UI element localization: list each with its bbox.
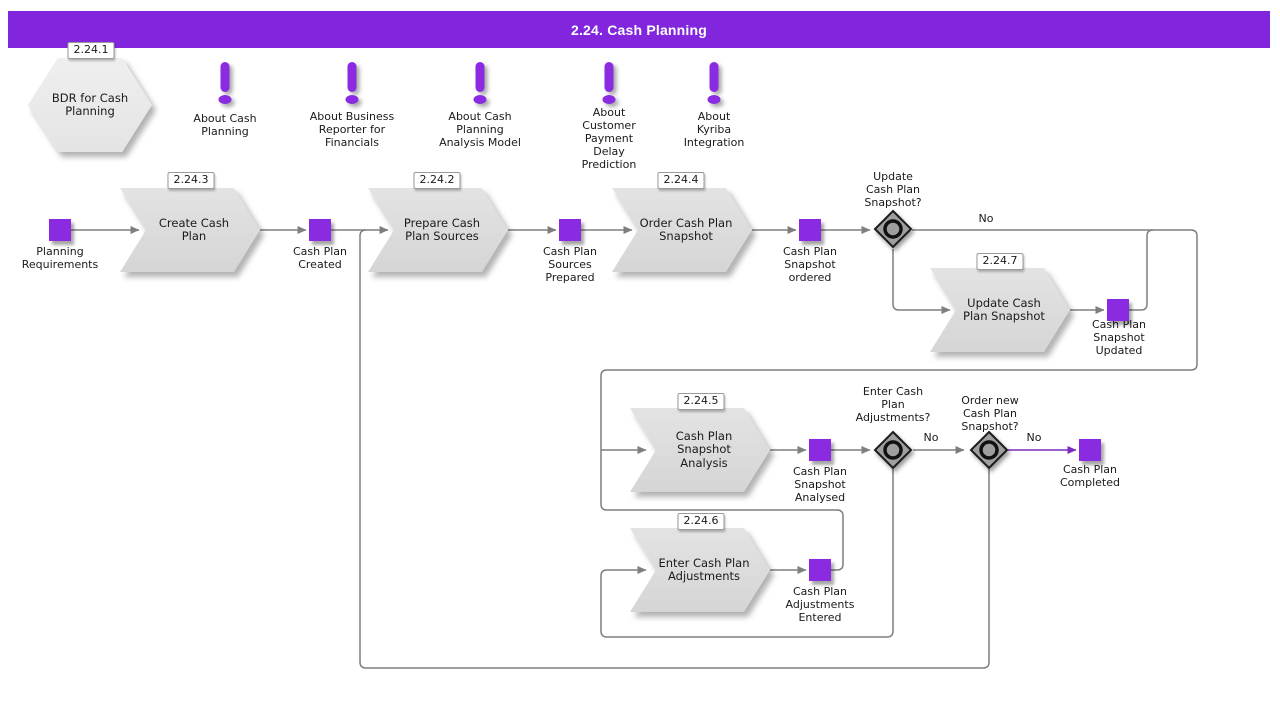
about-link-label[interactable]: About Cash Planning Analysis Model	[439, 110, 521, 149]
process-label: Order Cash Plan Snapshot	[612, 188, 752, 272]
process-prepare-cash-plan-sources[interactable]: Prepare Cash Plan Sources	[368, 188, 508, 272]
event-cash-plan-created	[309, 219, 331, 241]
process-enter-cash-plan-adjustments[interactable]: Enter Cash Plan Adjustments	[630, 528, 770, 612]
event-cash-plan-sources-prepared	[559, 219, 581, 241]
process-cash-plan-snapshot-analysis[interactable]: Cash Plan Snapshot Analysis	[630, 408, 770, 492]
process-label: Create Cash Plan	[120, 188, 260, 272]
edge-label-no: No	[1026, 431, 1042, 444]
decision-diamond-enter-adjustments	[871, 428, 915, 472]
process-label: Update Cash Plan Snapshot	[930, 268, 1070, 352]
bdr-hexagon-node[interactable]: BDR for Cash Planning	[28, 58, 152, 152]
event-cash-plan-adjustments-entered	[809, 559, 831, 581]
decision-question: Update Cash Plan Snapshot?	[864, 170, 922, 209]
about-link-label[interactable]: About Cash Planning	[193, 112, 257, 138]
about-link-label[interactable]: About Business Reporter for Financials	[309, 110, 395, 149]
process-id-badge-2-24-4: 2.24.4	[657, 172, 705, 189]
bdr-hexagon-label: BDR for Cash Planning	[28, 58, 152, 152]
event-label: Cash Plan Completed	[1060, 463, 1120, 489]
event-label: Cash Plan Sources Prepared	[542, 245, 598, 284]
process-label: Cash Plan Snapshot Analysis	[630, 408, 770, 492]
process-id-badge-2-24-3: 2.24.3	[167, 172, 215, 189]
exclamation-icon[interactable]	[596, 62, 622, 108]
decision-diamond-order-new-snapshot	[967, 428, 1011, 472]
event-label: Cash Plan Created	[292, 245, 348, 271]
about-link-label[interactable]: About Customer Payment Delay Prediction	[581, 106, 637, 171]
event-cash-plan-snapshot-ordered	[799, 219, 821, 241]
process-order-cash-plan-snapshot[interactable]: Order Cash Plan Snapshot	[612, 188, 752, 272]
exclamation-icon[interactable]	[339, 62, 365, 108]
process-id-badge-2-24-6: 2.24.6	[677, 513, 725, 530]
exclamation-icon[interactable]	[467, 62, 493, 108]
diagram-title-bar: 2.24. Cash Planning	[8, 11, 1270, 48]
event-cash-plan-completed	[1079, 439, 1101, 461]
process-create-cash-plan[interactable]: Create Cash Plan	[120, 188, 260, 272]
event-label: Cash Plan Snapshot Updated	[1091, 318, 1147, 357]
event-label: Cash Plan Snapshot ordered	[782, 245, 838, 284]
process-id-badge-2-24-5: 2.24.5	[677, 393, 725, 410]
event-label: Cash Plan Adjustments Entered	[785, 585, 855, 624]
event-label: Planning Requirements	[21, 245, 99, 271]
decision-diamond-update-snapshot	[871, 207, 915, 251]
process-update-cash-plan-snapshot[interactable]: Update Cash Plan Snapshot	[930, 268, 1070, 352]
decision-question: Enter Cash Plan Adjustments?	[855, 385, 931, 424]
about-link-label[interactable]: About Kyriba Integration	[683, 110, 745, 149]
exclamation-icon[interactable]	[701, 62, 727, 108]
edge-label-no: No	[978, 212, 994, 225]
page-title: 2.24. Cash Planning	[570, 21, 708, 38]
event-cash-plan-snapshot-analysed	[809, 439, 831, 461]
process-id-badge-2-24-7: 2.24.7	[976, 253, 1024, 270]
event-cash-plan-snapshot-updated	[1107, 299, 1129, 321]
event-label: Cash Plan Snapshot Analysed	[792, 465, 848, 504]
event-planning-requirements	[49, 219, 71, 241]
process-label: Enter Cash Plan Adjustments	[630, 528, 770, 612]
process-id-badge-2-24-1: 2.24.1	[67, 42, 115, 59]
edge-label-no: No	[923, 431, 939, 444]
process-id-badge-2-24-2: 2.24.2	[413, 172, 461, 189]
exclamation-icon[interactable]	[212, 62, 238, 108]
process-label: Prepare Cash Plan Sources	[368, 188, 508, 272]
